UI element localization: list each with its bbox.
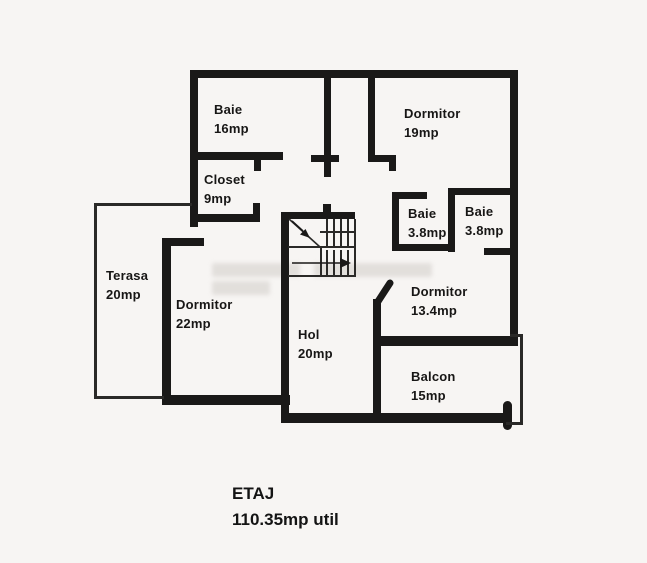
plan-title-surface: 110.35mp util bbox=[232, 510, 339, 529]
room-area: 3.8mp bbox=[465, 223, 504, 238]
room-name: Dormitor bbox=[176, 297, 233, 312]
room-label-terasa-20: Terasa 20mp bbox=[106, 266, 148, 304]
room-area: 20mp bbox=[298, 346, 333, 361]
room-name: Baie bbox=[408, 206, 437, 221]
room-area: 19mp bbox=[404, 125, 439, 140]
outer-walls bbox=[190, 70, 518, 344]
room-label-dormitor-134: Dormitor 13.4mp bbox=[411, 282, 468, 320]
room-label-closet-9: Closet 9mp bbox=[204, 170, 245, 208]
room-name: Baie bbox=[214, 102, 243, 117]
room-label-baie-16: Baie 16mp bbox=[214, 100, 249, 138]
room-label-baie-38-left: Baie 3.8mp bbox=[408, 204, 447, 242]
plan-title-level: ETAJ bbox=[232, 484, 275, 503]
watermark bbox=[212, 263, 512, 295]
stair-arrow-down bbox=[291, 220, 310, 238]
room-name: Terasa bbox=[106, 268, 149, 283]
room-label-dormitor-22: Dormitor 22mp bbox=[176, 295, 233, 333]
room-area: 9mp bbox=[204, 191, 232, 206]
balcon-outline bbox=[506, 334, 523, 425]
room-area: 15mp bbox=[411, 388, 446, 403]
room-area: 13.4mp bbox=[411, 303, 458, 318]
stair-arrow-right bbox=[292, 258, 351, 268]
room-label-baie-38-right: Baie 3.8mp bbox=[465, 202, 504, 240]
plan-title: ETAJ 110.35mp util bbox=[232, 481, 339, 533]
room-area: 16mp bbox=[214, 121, 249, 136]
room-area: 3.8mp bbox=[408, 225, 447, 240]
interior-walls bbox=[162, 78, 518, 423]
room-area: 20mp bbox=[106, 287, 141, 302]
room-name: Balcon bbox=[411, 369, 456, 384]
room-name: Dormitor bbox=[411, 284, 468, 299]
room-label-hol-20: Hol 20mp bbox=[298, 325, 333, 363]
room-name: Baie bbox=[465, 204, 494, 219]
room-name: Dormitor bbox=[404, 106, 461, 121]
terasa-outline bbox=[94, 203, 192, 399]
room-area: 22mp bbox=[176, 316, 211, 331]
room-label-dormitor-19: Dormitor 19mp bbox=[404, 104, 461, 142]
staircase bbox=[288, 218, 356, 277]
room-name: Closet bbox=[204, 172, 245, 187]
room-name: Hol bbox=[298, 327, 320, 342]
room-label-balcon-15: Balcon 15mp bbox=[411, 367, 456, 405]
